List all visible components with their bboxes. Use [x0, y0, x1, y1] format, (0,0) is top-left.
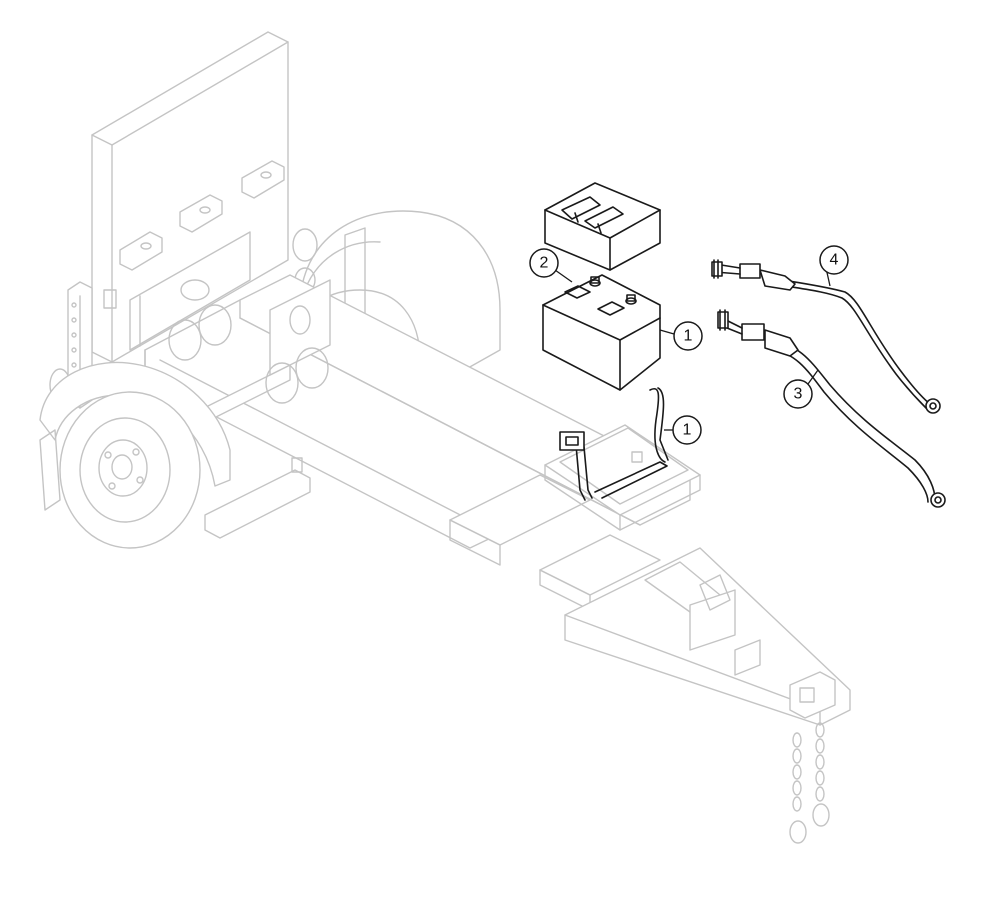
back-panel	[91, 31, 289, 363]
callout-label-strap: 1	[683, 422, 692, 439]
callout-positive-cable: 4	[819, 245, 849, 287]
battery	[542, 274, 661, 391]
positive-cable	[711, 259, 941, 414]
battery-cover	[544, 182, 661, 271]
callout-battery: 1	[659, 321, 703, 351]
callout-hold-down-strap: 1	[664, 415, 702, 445]
callout-label-positive: 4	[830, 252, 839, 269]
left-wheel	[39, 361, 231, 549]
callout-negative-cable: 3	[783, 369, 819, 409]
callout-battery-cover: 2	[529, 248, 573, 283]
hold-down-strap	[559, 387, 669, 501]
callout-label-battery: 1	[684, 328, 693, 345]
axle-bracket	[204, 469, 311, 539]
callout-label-negative: 3	[794, 386, 803, 403]
safety-chains	[789, 722, 830, 844]
tongue-hitch	[564, 547, 851, 726]
trailer-ghost	[39, 31, 851, 844]
negative-cable	[717, 309, 946, 508]
callout-label-cover: 2	[540, 255, 549, 272]
